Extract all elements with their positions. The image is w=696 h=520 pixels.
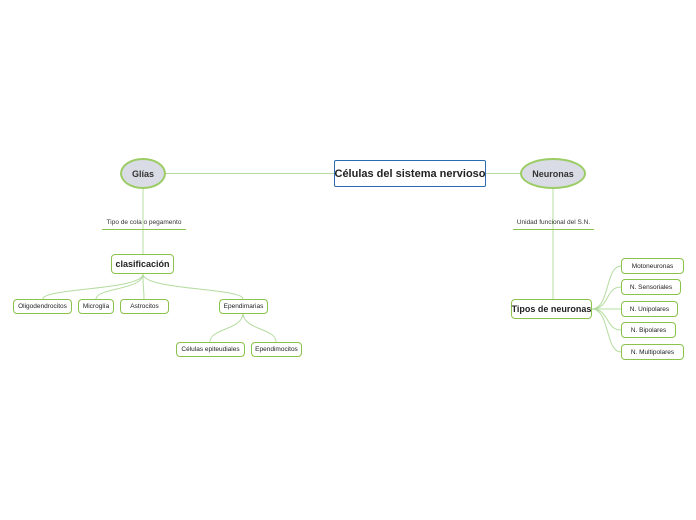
ependimarias-child-label: Células epiteudiales [181,346,240,353]
classification-node[interactable]: clasificación [111,254,174,274]
root-node[interactable]: Células del sistema nervioso [334,160,486,187]
link-epend-ependimocitos [242,312,277,343]
glia-type-oligodendrocitos[interactable]: Oligodendrocitos [13,299,72,314]
neuron-type-multipolares[interactable]: N. Multipolares [621,344,684,360]
root-node-label: Células del sistema nervioso [334,167,486,180]
ependimarias-child-celulas-epiteudiales[interactable]: Células epiteudiales [176,342,245,357]
neuron-type-sensoriales[interactable]: N. Sensoriales [621,279,681,295]
link-types-sens [591,286,622,310]
link-epend-celulas [209,312,244,343]
glias-node[interactable]: Glías [120,158,166,189]
neuronas-node[interactable]: Neuronas [520,158,586,189]
tipos-de-neuronas-node[interactable]: Tipos de neuronas [511,299,592,319]
neuron-type-label: Motoneuronas [631,262,674,270]
ependimarias-child-label: Ependimocitos [255,346,298,353]
glia-type-label: Ependimarias [223,303,264,310]
neuron-type-label: N. Multipolares [630,348,675,356]
neuronas-node-label: Neuronas [532,168,574,179]
neuron-type-unipolares[interactable]: N. Unipolares [621,301,678,317]
glias-connector-label[interactable]: Tipo de cola o pegamento [102,212,186,230]
glia-type-astrocitos[interactable]: Astrocitos [120,299,169,314]
neuron-type-motoneuronas[interactable]: Motoneuronas [621,258,684,274]
neuron-type-label: N. Unipolares [629,305,670,313]
neuronas-connector-text: Unidad funcional del S.N. [516,219,591,226]
glia-type-label: Oligodendrocitos [18,303,67,310]
glia-type-label: Microglía [82,303,110,310]
neuron-type-label: N. Bipolares [630,326,667,334]
ependimarias-child-ependimocitos[interactable]: Ependimocitos [251,342,302,357]
link-class-oligo [42,273,144,300]
glia-type-ependimarias[interactable]: Ependimarias [219,299,268,314]
link-class-epend [142,273,244,300]
link-types-moto [591,265,622,310]
neuronas-connector-label[interactable]: Unidad funcional del S.N. [513,212,594,230]
glia-type-microglia[interactable]: Microglía [78,299,114,314]
glias-node-label: Glías [131,168,154,179]
glias-connector-text: Tipo de cola o pegamento [106,219,182,226]
classification-node-label: clasificación [115,259,170,269]
link-class-astro [142,273,145,300]
glia-type-label: Astrocitos [130,303,159,310]
tipos-de-neuronas-label: Tipos de neuronas [511,304,592,314]
neuron-type-label: N. Sensoriales [629,283,673,291]
link-class-microglia [95,273,144,300]
neuron-type-bipolares[interactable]: N. Bipolares [621,322,676,338]
link-types-multi [591,308,622,353]
